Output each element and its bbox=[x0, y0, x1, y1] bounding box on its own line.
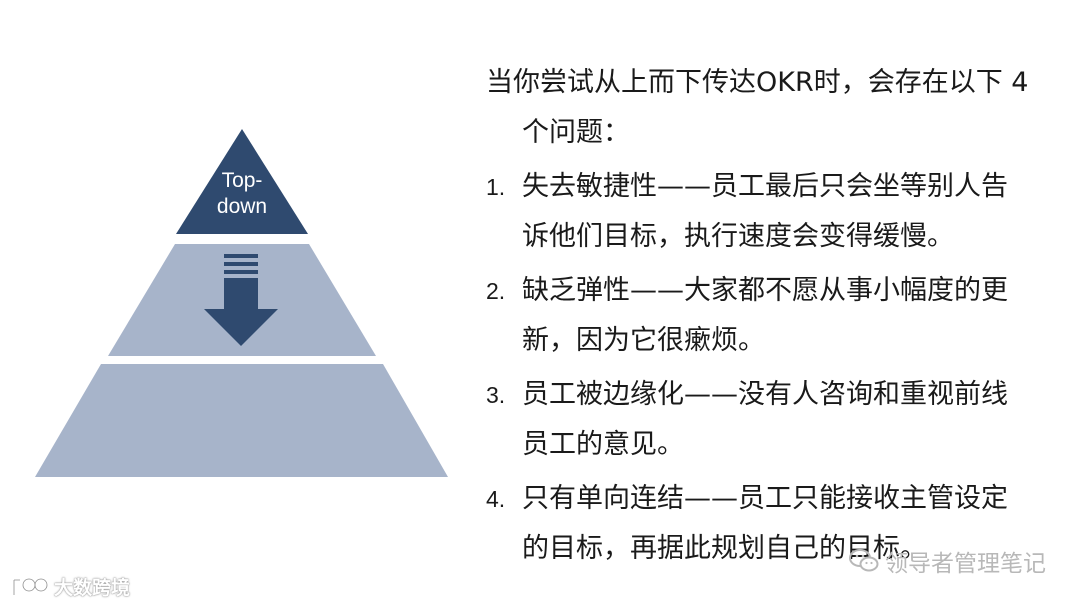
watermark-brand: 大数跨境 bbox=[10, 573, 130, 600]
issue-text-line: 诉他们目标，执行速度会变得缓慢。 bbox=[522, 221, 954, 252]
okr-problems-text: 当你尝试从上而下传达OKR时，会存在以下 4 个问题： 1. 失去敏捷性——员工… bbox=[486, 58, 1046, 574]
wechat-icon bbox=[849, 548, 879, 574]
issue-text-line: 员工的意见。 bbox=[522, 429, 684, 460]
watermark-brand-name: 大数跨境 bbox=[54, 577, 131, 599]
apex-label-line1: Top- bbox=[222, 169, 263, 192]
pyramid-base-tier bbox=[35, 364, 448, 477]
issue-item-4: 4. 只有单向连结——员工只能接收主管设定 的目标，再据此规划自己的目标。 bbox=[486, 474, 1046, 574]
issue-number: 4. bbox=[486, 486, 506, 512]
apex-label-line2: down bbox=[217, 195, 267, 218]
issue-text-line: 失去敏捷性——员工最后只会坐等别人告 bbox=[522, 171, 1008, 202]
issue-number: 2. bbox=[486, 278, 506, 304]
watermark-account: 领导者管理笔记 bbox=[849, 544, 1046, 578]
issue-number: 3. bbox=[486, 382, 506, 408]
issue-text-line: 的目标，再据此规划自己的目标。 bbox=[522, 533, 927, 564]
intro-text: 当你尝试从上而下传达OKR时，会存在以下 4 个问题： bbox=[486, 67, 1029, 148]
issue-item-3: 3. 员工被边缘化——没有人咨询和重视前线 员工的意见。 bbox=[486, 370, 1046, 470]
issue-number: 1. bbox=[486, 174, 506, 200]
issue-text-line: 只有单向连结——员工只能接收主管设定 bbox=[522, 483, 1008, 514]
issue-item-1: 1. 失去敏捷性——员工最后只会坐等别人告 诉他们目标，执行速度会变得缓慢。 bbox=[486, 162, 1046, 262]
issue-item-2: 2. 缺乏弹性——大家都不愿从事小幅度的更 新，因为它很瘶烦。 bbox=[486, 266, 1046, 366]
pyramid-diagram: Top- down bbox=[35, 129, 448, 477]
issue-text-line: 员工被边缘化——没有人咨询和重视前线 bbox=[522, 379, 1008, 410]
issue-text-line: 缺乏弹性——大家都不愿从事小幅度的更 bbox=[522, 275, 1008, 306]
pyramid-apex bbox=[176, 129, 308, 234]
watermark-account-name: 领导者管理笔记 bbox=[885, 551, 1046, 577]
brand-logo-icon bbox=[10, 575, 50, 599]
issue-text-line: 新，因为它很瘶烦。 bbox=[522, 325, 765, 356]
down-arrow-icon bbox=[204, 254, 278, 346]
